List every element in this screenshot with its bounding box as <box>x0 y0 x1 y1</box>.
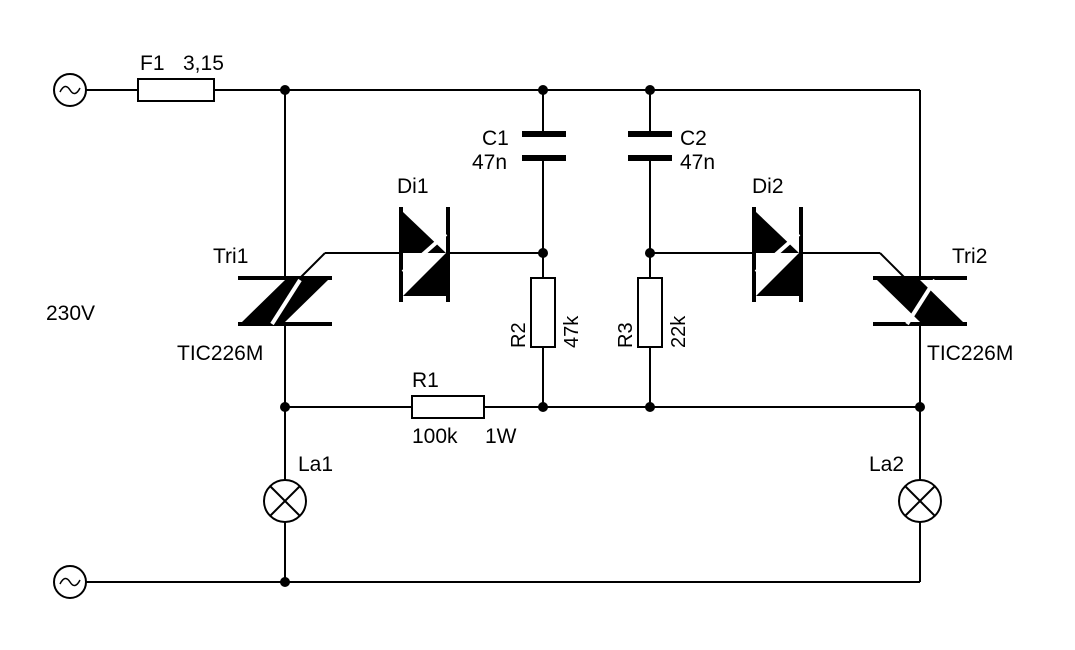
label-r3-value: 22k <box>668 315 690 348</box>
resistor-r1 <box>411 395 485 419</box>
diac-di2 <box>650 207 880 302</box>
resistor-r3 <box>637 277 663 348</box>
triac-tri1 <box>238 276 332 326</box>
capacitor-c2 <box>628 131 672 161</box>
label-la1: La1 <box>298 453 333 476</box>
lamp-la2-icon <box>898 479 942 523</box>
label-tri2: Tri2 <box>952 245 987 268</box>
label-r1-value: 100k <box>412 425 458 448</box>
label-r1-power: 1W <box>485 425 517 448</box>
tri1-gate-wire <box>299 252 326 279</box>
label-di2: Di2 <box>752 175 784 198</box>
label-la2: La2 <box>869 453 904 476</box>
capacitor-c1 <box>522 131 566 161</box>
fuse-f1 <box>137 78 215 102</box>
label-r3: R3 <box>615 322 637 348</box>
label-tri2-part: TIC226M <box>927 342 1013 365</box>
label-tri1-part: TIC226M <box>177 342 263 365</box>
label-fuse-value: 3,15 <box>183 52 224 75</box>
label-fuse: F1 <box>140 52 165 75</box>
label-c2-value: 47n <box>680 151 715 174</box>
ac-source-top-icon <box>53 73 87 107</box>
label-c2: C2 <box>680 127 707 150</box>
lamp-la1-icon <box>263 479 307 523</box>
label-c1-value: 47n <box>472 151 507 174</box>
triac-tri2 <box>873 276 967 326</box>
label-r2-value: 47k <box>561 315 583 348</box>
ac-source-bottom-icon <box>53 565 87 599</box>
label-c1: C1 <box>482 127 509 150</box>
label-supply: 230V <box>46 302 95 325</box>
resistor-r2 <box>530 277 556 348</box>
junction-dots <box>280 85 925 587</box>
diac-di1 <box>325 207 543 302</box>
label-r1: R1 <box>412 369 439 392</box>
tri2-gate-wire <box>879 252 906 279</box>
label-r2: R2 <box>508 322 530 348</box>
label-tri1: Tri1 <box>213 245 248 268</box>
label-di1: Di1 <box>397 175 429 198</box>
